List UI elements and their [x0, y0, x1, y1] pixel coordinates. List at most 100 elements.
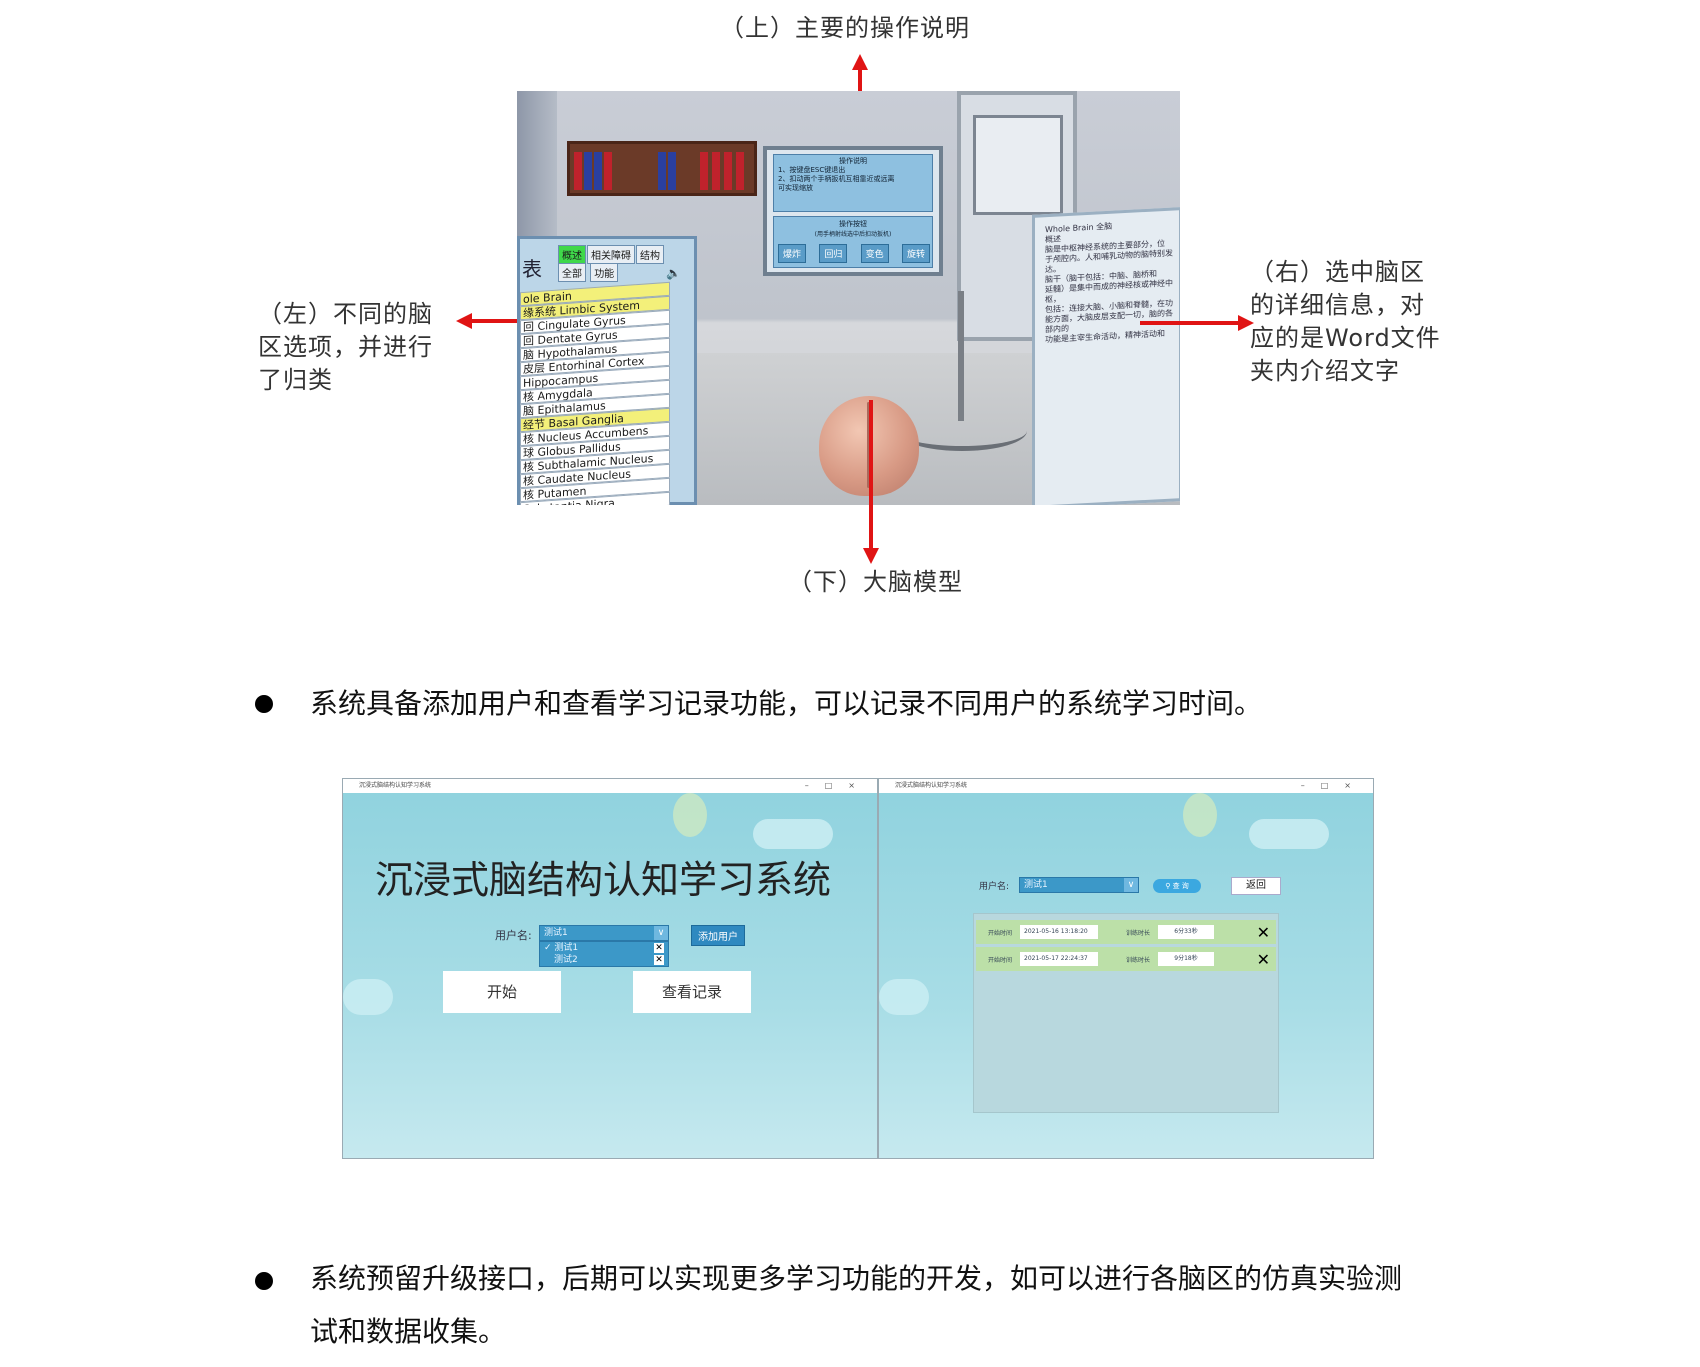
book	[736, 152, 744, 190]
view-records-button[interactable]: 查看记录	[633, 971, 751, 1013]
delete-record-icon[interactable]: ✕	[1256, 923, 1270, 942]
check-icon: ✓	[544, 943, 555, 953]
caption-bottom: （下）大脑模型	[788, 568, 963, 596]
window-title: 沉浸式脑结构认知学习系统	[359, 782, 432, 789]
stand-base	[897, 411, 1027, 451]
book	[604, 152, 612, 190]
chevron-down-icon[interactable]: ∨	[1124, 878, 1138, 892]
search-label: 查 询	[1172, 882, 1189, 890]
cloud-decoration	[343, 979, 393, 1015]
start-time-label: 开始时间	[988, 930, 1013, 937]
dropdown-option[interactable]: 测试2 ✕	[540, 954, 668, 966]
tab-related-disorders[interactable]: 相关障碍	[587, 245, 635, 264]
instructions-box: 操作说明 1、按键盘ESC键退出 2、扣动两个手柄扳机互相靠近或远离 可实现缩放	[773, 154, 933, 212]
caption-right-line-1: （右）选中脑区	[1250, 258, 1425, 286]
start-time-value: 2021-05-17 22:24:37	[1020, 952, 1098, 966]
arrow-up-head	[852, 54, 868, 70]
panel-title: 表	[522, 257, 542, 281]
chevron-down-icon[interactable]: ∨	[654, 926, 668, 940]
app-window-login: 沉浸式脑结构认知学习系统 –□× 沉浸式脑结构认知学习系统 用户名: 测试1 ∨…	[342, 778, 878, 1159]
arrow-left-head	[456, 313, 472, 329]
door-window	[973, 115, 1063, 215]
start-time-label: 开始时间	[988, 957, 1013, 964]
recolor-button[interactable]: 变色	[860, 244, 889, 263]
instruction-line: 可实现缩放	[778, 184, 813, 192]
bullet-dot	[255, 695, 273, 713]
username-label: 用户名:	[979, 882, 1010, 892]
start-time-value: 2021-05-16 13:18:20	[1020, 925, 1098, 939]
arrow-left-line	[470, 319, 540, 323]
option-label: 测试2	[554, 955, 578, 965]
app-heading: 沉浸式脑结构认知学习系统	[375, 858, 832, 902]
bullet-dot	[255, 1272, 273, 1290]
arrow-down-head	[863, 548, 879, 564]
instruction-board: 操作说明 1、按键盘ESC键退出 2、扣动两个手柄扳机互相靠近或远离 可实现缩放…	[763, 146, 943, 276]
caption-right-line-3: 应的是Word文件	[1250, 324, 1441, 352]
book	[712, 152, 720, 190]
buttons-hint: (用手柄射线选中后扣动扳机)	[814, 231, 892, 238]
username-select[interactable]: 测试1 ∨	[1019, 877, 1139, 893]
dropdown-option[interactable]: ✓ 测试1✕	[540, 942, 668, 954]
start-button[interactable]: 开始	[443, 971, 561, 1013]
instruction-line: 1、按键盘ESC键退出	[778, 166, 846, 174]
caption-left-line-3: 了归类	[258, 366, 333, 394]
buttons-title: 操作按钮	[839, 220, 867, 228]
search-icon: ⚲	[1165, 882, 1171, 890]
duration-label: 训练时长	[1126, 930, 1151, 937]
book	[668, 152, 676, 190]
book	[594, 152, 602, 190]
window-titlebar: 沉浸式脑结构认知学习系统 –□×	[879, 779, 1373, 793]
username-value: 测试1	[544, 928, 568, 938]
window-title: 沉浸式脑结构认知学习系统	[895, 782, 968, 789]
delete-record-icon[interactable]: ✕	[1256, 950, 1270, 969]
speaker-icon[interactable]: 🔈	[666, 266, 682, 280]
book	[658, 152, 666, 190]
cloud-decoration	[753, 819, 833, 849]
caption-left-line-1: （左）不同的脑	[258, 300, 433, 328]
remove-user-icon[interactable]: ✕	[654, 943, 664, 953]
add-user-button[interactable]: 添加用户	[691, 925, 745, 946]
instruction-line: 2、扣动两个手柄扳机互相靠近或远离	[778, 175, 895, 183]
username-label: 用户名:	[495, 929, 532, 942]
bullet-text-2-cont: 试和数据收集。	[310, 1315, 507, 1348]
reset-button[interactable]: 回归	[819, 244, 848, 263]
explode-button[interactable]: 爆炸	[778, 244, 807, 263]
app-window-records: 沉浸式脑结构认知学习系统 –□× 用户名: 测试1 ∨ ⚲ 查 询 返回 开始时…	[878, 778, 1374, 1159]
window-controls[interactable]: –□×	[804, 781, 871, 790]
duration-label: 训练时长	[1126, 957, 1151, 964]
username-dropdown: ✓ 测试1✕ 测试2 ✕	[539, 941, 669, 967]
record-row: 开始时间 2021-05-17 22:24:37 训练时长 9分18秒 ✕	[976, 947, 1276, 971]
filter-all[interactable]: 全部	[558, 263, 586, 282]
caption-left-line-2: 区选项，并进行	[258, 333, 433, 361]
username-value: 测试1	[1024, 880, 1048, 890]
remove-user-icon[interactable]: ✕	[654, 955, 664, 965]
window-controls[interactable]: –□×	[1300, 781, 1367, 790]
username-select[interactable]: 测试1 ∨	[539, 925, 669, 941]
arrow-right-head	[1238, 315, 1254, 331]
records-table: 开始时间 2021-05-16 13:18:20 训练时长 6分33秒 ✕ 开始…	[973, 913, 1279, 1113]
caption-top: （上）主要的操作说明	[720, 14, 970, 42]
window-titlebar: 沉浸式脑结构认知学习系统 –□×	[343, 779, 877, 793]
stand-pole	[958, 291, 964, 421]
cloud-decoration	[879, 979, 929, 1015]
bullet-text-1: 系统具备添加用户和查看学习记录功能，可以记录不同用户的系统学习时间。	[310, 687, 1263, 720]
balloon-decoration	[673, 793, 707, 837]
bullet-text-2: 系统预留升级接口，后期可以实现更多学习功能的开发，如可以进行各脑区的仿真实验测	[310, 1262, 1403, 1295]
arrow-right-line	[1140, 321, 1240, 325]
book	[584, 152, 592, 190]
rotate-button[interactable]: 旋转	[901, 244, 930, 263]
back-button[interactable]: 返回	[1231, 877, 1281, 895]
tab-structure[interactable]: 结构	[636, 245, 664, 264]
tab-overview[interactable]: 概述	[558, 245, 586, 264]
instructions-title: 操作说明	[839, 157, 867, 165]
search-button[interactable]: ⚲ 查 询	[1153, 879, 1201, 893]
duration-value: 6分33秒	[1158, 925, 1214, 939]
caption-right-line-2: 的详细信息，对	[1250, 291, 1425, 319]
duration-value: 9分18秒	[1158, 952, 1214, 966]
filter-function[interactable]: 功能	[590, 263, 619, 282]
cloud-decoration	[1249, 819, 1329, 849]
balloon-decoration	[1183, 793, 1217, 837]
